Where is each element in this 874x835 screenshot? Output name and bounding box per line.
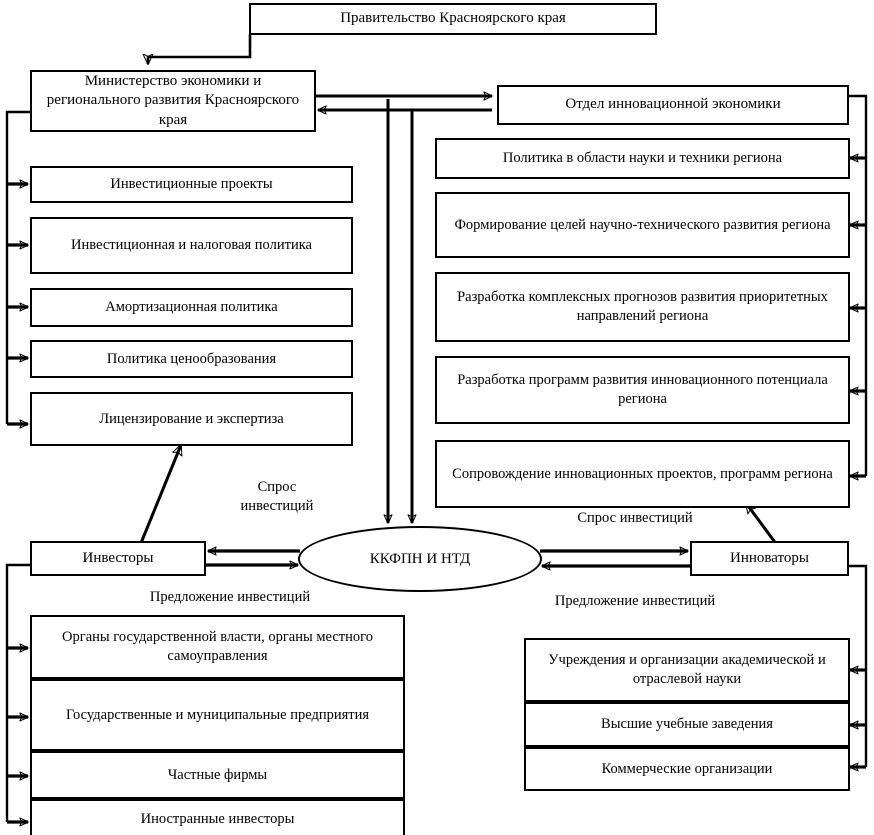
- node-right-item-4-label: Сопровождение инновационных проектов, пр…: [452, 465, 833, 482]
- caption-supply-right: Предложение инвестиций: [554, 593, 716, 609]
- node-investors[interactable]: Инвесторы: [30, 541, 206, 576]
- wire-government-to-ministry: [148, 34, 252, 64]
- node-bottom-left-item-2[interactable]: Частные фирмы: [30, 751, 405, 799]
- wire-bottom-right-bus: [848, 564, 868, 767]
- node-bottom-right-item-0[interactable]: Учреждения и организации академической и…: [524, 638, 850, 702]
- node-left-item-4-label: Лицензирование и экспертиза: [99, 410, 284, 427]
- node-right-item-0[interactable]: Политика в области науки и техники регио…: [435, 138, 850, 179]
- node-government[interactable]: Правительство Красноярского края: [249, 3, 657, 35]
- node-bottom-right-item-2-label: Коммерческие организации: [601, 760, 773, 777]
- node-bottom-right-item-0-label: Учреждения и организации академической и…: [548, 652, 826, 687]
- caption-demand-right: Спрос инвестиций: [577, 510, 693, 526]
- wire-right-bus: [848, 94, 868, 476]
- node-bottom-right-item-1[interactable]: Высшие учебные заведения: [524, 702, 850, 747]
- node-bottom-left-item-3-label: Иностранные инвесторы: [140, 810, 295, 827]
- node-right-item-0-label: Политика в области науки и техники регио…: [502, 150, 783, 167]
- node-left-item-2-label: Амортизационная политика: [105, 299, 278, 316]
- node-right-item-4[interactable]: Сопровождение инновационных проектов, пр…: [435, 440, 850, 508]
- node-bottom-left-item-2-label: Частные фирмы: [167, 766, 268, 783]
- wire-feeds-to-hub: [388, 99, 412, 523]
- wire-investors-licensing-diagonal: [141, 445, 181, 543]
- node-right-item-1-label: Формирование целей научно-технического р…: [454, 216, 831, 233]
- wire-hub-investors: [206, 551, 300, 565]
- node-left-item-4[interactable]: Лицензирование и экспертиза: [30, 392, 353, 446]
- node-right-item-3[interactable]: Разработка программ развития инновационн…: [435, 356, 850, 424]
- node-right-item-2-label: Разработка комплексных прогнозов развити…: [457, 289, 828, 324]
- node-bottom-left-item-1-label: Государственные и муниципальные предприя…: [65, 706, 370, 723]
- node-ministry[interactable]: Министерство экономики и регионального р…: [30, 70, 316, 132]
- node-government-label: Правительство Красноярского края: [340, 10, 566, 27]
- node-hub-label: ККФПН И НТД: [369, 550, 471, 567]
- node-bottom-right-item-2[interactable]: Коммерческие организации: [524, 747, 850, 791]
- node-bottom-left-item-1[interactable]: Государственные и муниципальные предприя…: [30, 679, 405, 751]
- caption-supply-left: Предложение инвестиций: [149, 589, 311, 605]
- node-bottom-left-item-3[interactable]: Иностранные инвесторы: [30, 799, 405, 835]
- node-right-item-1[interactable]: Формирование целей научно-технического р…: [435, 192, 850, 258]
- node-bottom-right-item-1-label: Высшие учебные заведения: [601, 716, 773, 733]
- node-left-item-1-label: Инвестиционная и налоговая политика: [71, 237, 312, 254]
- node-left-item-2[interactable]: Амортизационная политика: [30, 288, 353, 327]
- wire-left-bus: [5, 110, 30, 424]
- node-left-item-0-label: Инвестиционные проекты: [110, 176, 273, 193]
- node-right-item-2[interactable]: Разработка комплексных прогнозов развити…: [435, 272, 850, 342]
- node-hub-kkfpn[interactable]: ККФПН И НТД: [298, 526, 542, 592]
- node-left-item-3[interactable]: Политика ценообразования: [30, 340, 353, 378]
- node-left-item-3-label: Политика ценообразования: [106, 350, 277, 367]
- node-innovators[interactable]: Инноваторы: [690, 541, 849, 576]
- node-left-item-0[interactable]: Инвестиционные проекты: [30, 166, 353, 203]
- node-otdel-label: Отдел инновационной экономики: [565, 96, 781, 113]
- wire-bottom-left-bus: [5, 563, 30, 822]
- node-left-item-1[interactable]: Инвестиционная и налоговая политика: [30, 217, 353, 274]
- node-investors-label: Инвесторы: [82, 549, 154, 566]
- node-bottom-left-item-0[interactable]: Органы государственной власти, органы ме…: [30, 615, 405, 679]
- caption-demand-left: Спрос инвестиций: [240, 479, 314, 514]
- wire-innovators-programs-diagonal: [744, 503, 777, 545]
- node-bottom-left-item-0-label: Органы государственной власти, органы ме…: [62, 629, 373, 664]
- wire-hub-innovators: [540, 551, 690, 566]
- node-ministry-label: Министерство экономики и регионального р…: [46, 73, 300, 128]
- node-right-item-3-label: Разработка программ развития инновационн…: [457, 372, 828, 407]
- node-innovators-label: Инноваторы: [730, 549, 809, 566]
- node-otdel[interactable]: Отдел инновационной экономики: [497, 85, 849, 125]
